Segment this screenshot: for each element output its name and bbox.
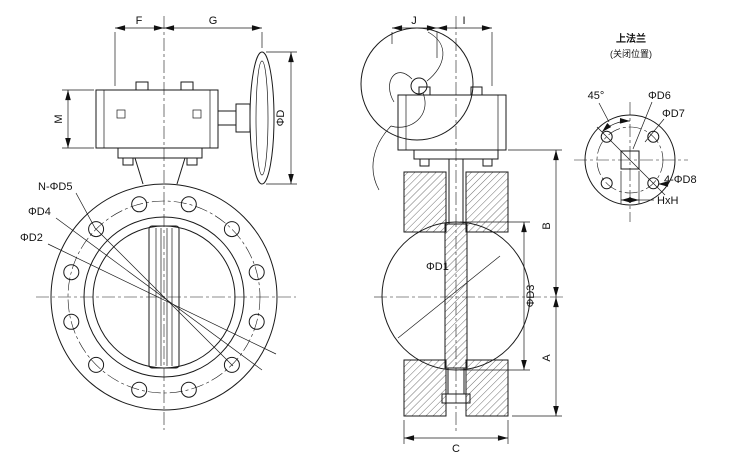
gearbox-bolt [470,86,483,96]
dim-label-D7: ΦD7 [662,108,685,120]
neck-line [176,157,186,185]
front-view: F G M ΦD N-ΦD5 ΦD4 ΦD2 [20,15,297,430]
dim-label-G: G [209,15,218,27]
body-section-bottom-right [465,359,509,417]
gearbox-base-plate [413,149,499,160]
dim-label-D1: ΦD1 [426,261,449,273]
dim-label-HxH: HxH [657,195,678,207]
leader-D6 [632,101,653,150]
dim-label-D: ΦD [275,110,287,127]
handwheel-rim [249,51,275,185]
section-dimensions: J I B A C ΦD3 ΦD1 [391,15,562,455]
dim-label-D2: ΦD2 [20,232,43,244]
leader-ND5 [75,192,234,367]
flange-outer-circle [50,183,278,411]
section-view: J I B A C ΦD3 ΦD1 [360,15,566,455]
leader-45 [598,102,610,123]
valve-disc-section [444,223,468,369]
handwheel-spoke [390,92,426,128]
valve-disc-front [148,225,180,369]
leader-D7 [644,118,665,143]
gearbox-bolt [418,86,431,96]
leader-D4 [55,217,263,371]
dim-label-45: 45° [588,90,605,102]
top-flange-title: 上法兰 [616,32,646,45]
body-section-top-right [465,171,509,233]
gearbox-bolt [135,81,149,91]
gearbox-base-plate [117,147,203,159]
dim-label-J: J [411,15,417,27]
stem-square [620,150,640,170]
dim-label-A: A [541,354,553,362]
flange-face-circle [83,216,245,378]
leader-D2 [47,243,277,355]
mount-nut [482,158,493,167]
gearbox-front [95,81,219,185]
body-section-top-left [403,171,447,233]
dim-label-D6: ΦD6 [648,90,671,102]
bolt-circle [67,200,261,394]
angle-arc-45 [601,117,631,133]
leader-D1 [397,255,501,339]
neck-line [134,157,144,185]
top-flange-view: 上法兰 (关闭位置) 45° ΦD6 ΦD7 4-ΦD8 HxH [574,32,697,222]
bolt-holes [63,196,265,398]
handwheel-spoke [426,31,444,82]
handwheel-spoke-tail [372,125,392,191]
dim-label-D4: ΦD4 [28,206,51,218]
dim-label-ND5: N-ΦD5 [38,181,72,193]
gearbox-side [397,86,507,167]
dim-label-I: I [462,15,465,27]
handwheel-spoke [389,72,413,103]
body-section-bottom-left [403,359,447,417]
top-flange-outer-circle [584,114,676,206]
dim-label-D3: ΦD3 [525,285,537,308]
handwheel-hub [235,103,251,133]
mount-nut [122,157,134,166]
dim-label-B: B [541,222,553,229]
bore-section-circle [381,221,531,371]
diagonal-45-line [596,126,666,196]
top-flange-subtitle: (关闭位置) [610,48,652,59]
dim-label-F: F [136,15,143,27]
handwheel-front [218,51,275,185]
dim-label-C: C [452,443,460,455]
gearbox-bolt [180,81,194,91]
mount-nut [186,157,198,166]
dim-label-D8: 4-ΦD8 [664,174,697,186]
front-dimensions: F G M ΦD N-ΦD5 ΦD4 ΦD2 [20,15,297,371]
stem-bottom-cap [441,393,471,404]
dim-label-M: M [53,114,65,123]
mount-nut [419,158,430,167]
